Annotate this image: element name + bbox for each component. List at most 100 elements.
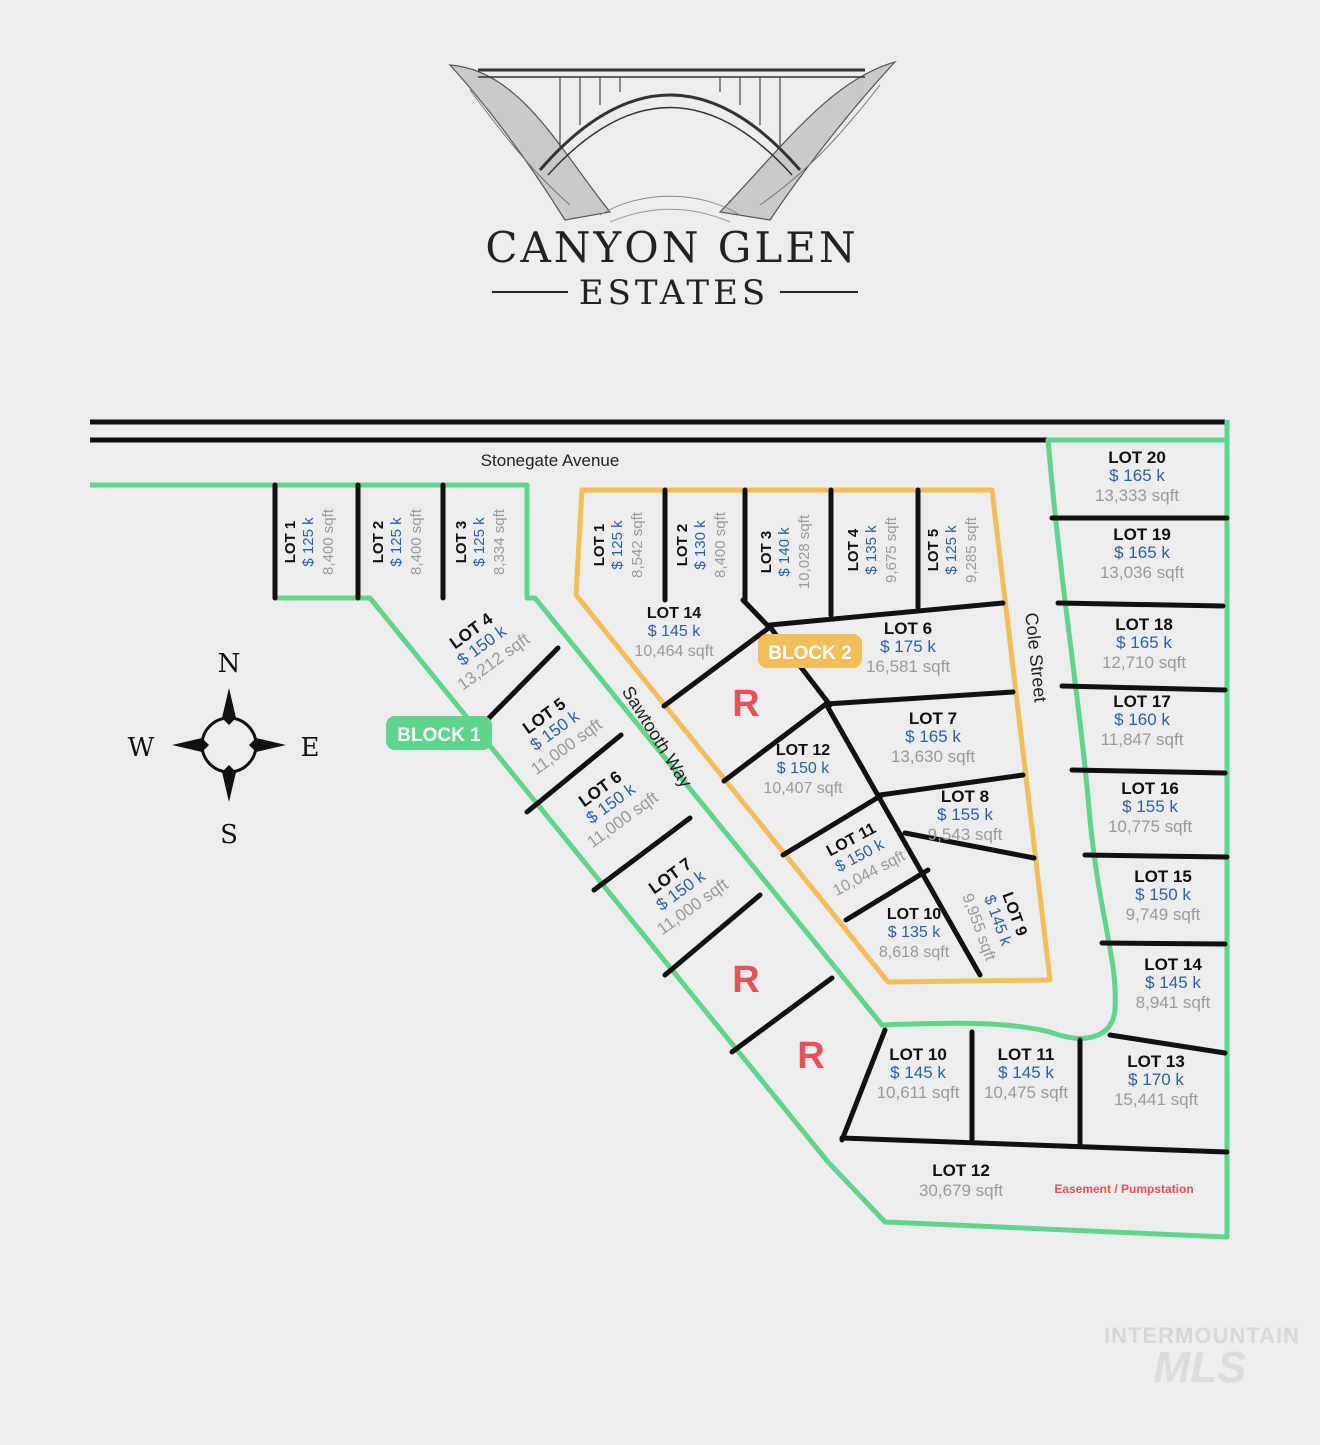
block1-lot-15[interactable]: LOT 15 $ 150 k 9,749 sqft (1126, 867, 1201, 924)
lot-sqft: 8,618 sqft (879, 944, 950, 961)
block2-lot-3[interactable]: LOT 3 $ 140 k 10,028 sqft (758, 514, 813, 589)
block1-lot-18[interactable]: LOT 18 $ 165 k 12,710 sqft (1102, 615, 1186, 672)
street-stonegate: Stonegate Avenue (481, 451, 620, 470)
compass-rose (172, 688, 286, 802)
block2-lot-2[interactable]: LOT 2 $ 130 k 8,400 sqft (674, 511, 729, 578)
lot-price: $ 145 k (890, 1063, 946, 1082)
brand-title: CANYON GLEN (485, 223, 858, 272)
lot-sqft: 9,749 sqft (1126, 905, 1201, 924)
block2-lot-14[interactable]: LOT 14 $ 145 k 10,464 sqft (634, 605, 714, 660)
block1-lot-2[interactable]: LOT 2 $ 125 k 8,400 sqft (370, 508, 425, 575)
lot-note: Easement / Pumpstation (1054, 1182, 1193, 1196)
block1-lot-6[interactable]: LOT 6 $ 150 k 11,000 sqft (561, 757, 662, 852)
block2-lot-5[interactable]: LOT 5 $ 125 k 9,285 sqft (925, 516, 980, 583)
block1-lot-3[interactable]: LOT 3 $ 125 k 8,334 sqft (453, 508, 508, 575)
lot-number: LOT 8 (941, 787, 989, 806)
lot-price: $ 125 k (471, 517, 488, 567)
lot-price: $ 135 k (863, 525, 880, 575)
block1-lot-10[interactable]: LOT 10 $ 145 k 10,611 sqft (877, 1045, 960, 1102)
lot-sqft: 10,611 sqft (877, 1083, 960, 1102)
lot-sqft: 11,847 sqft (1101, 730, 1184, 749)
lot-number: LOT 3 (758, 531, 775, 574)
lot-sqft: 13,036 sqft (1100, 563, 1184, 582)
lot-number: LOT 10 (889, 1045, 947, 1064)
block2-lot-9[interactable]: LOT 9 $ 145 k 9,955 sqft (958, 878, 1034, 964)
block1-lot-14[interactable]: LOT 14 $ 145 k 8,941 sqft (1136, 955, 1211, 1012)
block1-lot-4[interactable]: LOT 4 $ 150 k 13,212 sqft (432, 598, 534, 694)
lot-price: $ 145 k (1145, 973, 1201, 992)
block1-lot-7[interactable]: LOT 7 $ 150 k 11,000 sqft (631, 844, 732, 939)
lot-sqft: 8,941 sqft (1136, 993, 1211, 1012)
block1-lot-1[interactable]: LOT 1 $ 125 k 8,400 sqft (282, 508, 337, 575)
lot-number: LOT 14 (647, 605, 701, 622)
lot-number: LOT 15 (1134, 867, 1192, 886)
lot-price: $ 155 k (937, 805, 993, 824)
block2-lot-10[interactable]: LOT 10 $ 135 k 8,618 sqft (879, 906, 950, 961)
lot-price: $ 150 k (777, 760, 830, 777)
block1-lot-16[interactable]: LOT 16 $ 155 k 10,775 sqft (1108, 779, 1192, 836)
lot-number: LOT 14 (1144, 955, 1202, 974)
block1-lot-13[interactable]: LOT 13 $ 170 k 15,441 sqft (1114, 1052, 1198, 1109)
block2-lot-12[interactable]: LOT 12 $ 150 k 10,407 sqft (763, 742, 843, 797)
street-cole: Cole Street (1021, 612, 1050, 704)
lot-sqft: 30,679 sqft (919, 1181, 1003, 1200)
block1-lot-20[interactable]: LOT 20 $ 165 k 13,333 sqft (1095, 448, 1179, 505)
lot-number: LOT 12 (776, 742, 830, 759)
block1-lot-17[interactable]: LOT 17 $ 160 k 11,847 sqft (1101, 692, 1184, 749)
brand-subtitle: ESTATES (579, 273, 769, 313)
watermark-line1: INTERMOUNTAIN (1104, 1323, 1300, 1348)
lot-number: LOT 10 (887, 906, 941, 923)
lot-price: $ 150 k (1135, 885, 1191, 904)
compass-n: N (218, 649, 241, 679)
block2-lot-1[interactable]: LOT 1 $ 125 k 8,542 sqft (591, 511, 646, 578)
lot-price: $ 140 k (776, 527, 793, 577)
lot-number: LOT 2 (674, 524, 691, 567)
lot-sqft: 9,543 sqft (928, 825, 1003, 844)
lot-price: $ 165 k (1114, 543, 1170, 562)
lot-number: LOT 17 (1113, 692, 1171, 711)
block1-label: BLOCK 1 (397, 725, 481, 746)
block1-lot-11[interactable]: LOT 11 $ 145 k 10,475 sqft (984, 1045, 1068, 1102)
lot-price: $ 165 k (905, 727, 961, 746)
block1-lot-5[interactable]: LOT 5 $ 150 k 11,000 sqft (505, 684, 606, 779)
lot-dividers (272, 482, 1230, 1155)
block1-badge (386, 716, 492, 750)
lot-price: $ 125 k (300, 517, 317, 567)
lot-sqft: 10,407 sqft (763, 780, 843, 797)
lot-price: $ 175 k (880, 637, 936, 656)
lot-sqft: 13,333 sqft (1095, 486, 1179, 505)
lot-number: LOT 20 (1108, 448, 1166, 467)
compass-w: W (128, 733, 155, 763)
block2-label: BLOCK 2 (768, 643, 851, 664)
lot-price: $ 125 k (388, 517, 405, 567)
lot-sqft: 9,285 sqft (963, 516, 980, 583)
block2-lot-7[interactable]: LOT 7 $ 165 k 13,630 sqft (891, 709, 975, 766)
lot-sqft: 9,675 sqft (883, 516, 900, 583)
reserved-marker: R (732, 959, 759, 1001)
lot-sqft: 15,441 sqft (1114, 1090, 1198, 1109)
lot-number: LOT 12 (932, 1161, 990, 1180)
lot-price: $ 125 k (943, 525, 960, 575)
block2-lot-8[interactable]: LOT 8 $ 155 k 9,543 sqft (928, 787, 1003, 844)
logo-illustration (448, 60, 897, 223)
block2-lot-6[interactable]: LOT 6 $ 175 k 16,581 sqft (866, 619, 950, 676)
lot-price: $ 135 k (888, 924, 941, 941)
lot-number: LOT 2 (370, 521, 387, 564)
block1-lot-19[interactable]: LOT 19 $ 165 k 13,036 sqft (1100, 525, 1184, 582)
block2-badge (758, 634, 862, 668)
lot-sqft: 13,630 sqft (891, 747, 975, 766)
lot-sqft: 8,542 sqft (629, 511, 646, 578)
lot-price: $ 125 k (609, 520, 626, 570)
lot-number: LOT 3 (453, 521, 470, 564)
lot-number: LOT 13 (1127, 1052, 1185, 1071)
reserved-marker: R (732, 683, 759, 725)
block1-outline (90, 437, 1230, 1240)
block1-lot-12[interactable]: LOT 12 30,679 sqft Easement / Pumpstatio… (919, 1161, 1194, 1200)
block2-lot-4[interactable]: LOT 4 $ 135 k 9,675 sqft (845, 516, 900, 583)
compass-s: S (220, 820, 238, 850)
lot-number: LOT 6 (884, 619, 932, 638)
lot-sqft: 8,334 sqft (491, 508, 508, 575)
lot-sqft: 16,581 sqft (866, 657, 950, 676)
watermark-line2: MLS (1154, 1343, 1247, 1392)
